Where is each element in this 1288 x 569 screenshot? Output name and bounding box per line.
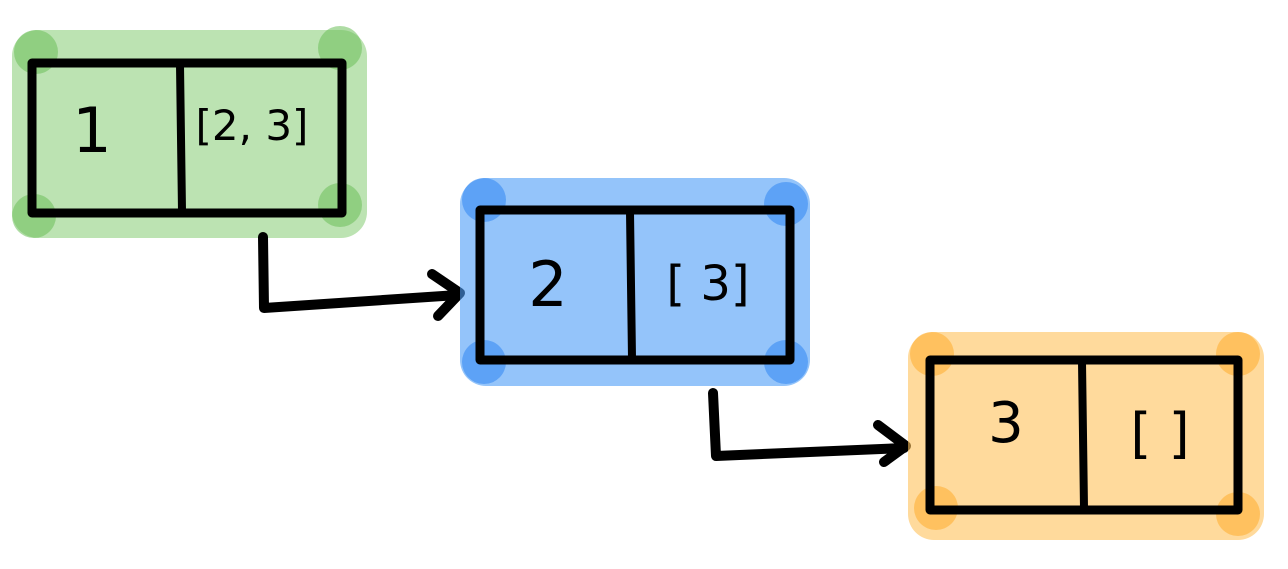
node-1-tail: [2, 3]: [196, 101, 309, 150]
node-3-corner-mark: [910, 332, 954, 376]
arrow-2-head: [873, 420, 911, 467]
node-2: 2 [ 3]: [460, 178, 810, 386]
arrow-2: [708, 388, 911, 467]
node-3-corner-mark: [1216, 332, 1260, 376]
node-3: 3 [ ]: [908, 332, 1264, 540]
arrow-1: [258, 232, 465, 321]
node-3-divider: [1078, 358, 1088, 512]
node-1-highlight: [12, 30, 367, 238]
arrow-1-line: [258, 232, 463, 313]
node-3-tail: [ ]: [1130, 402, 1189, 465]
node-2-tail: [ 3]: [666, 256, 749, 312]
node-2-head: 2: [528, 248, 567, 321]
node-1-box: [27, 58, 347, 218]
node-1: 1 [2, 3]: [12, 26, 367, 238]
node-3-head: 3: [988, 391, 1024, 456]
node-1-head: 1: [72, 94, 111, 167]
node-2-highlight: [460, 178, 810, 386]
node-2-corner-mark: [764, 182, 808, 226]
node-2-divider: [626, 208, 636, 362]
node-1-divider: [176, 61, 186, 215]
arrow-2-line: [708, 388, 909, 461]
